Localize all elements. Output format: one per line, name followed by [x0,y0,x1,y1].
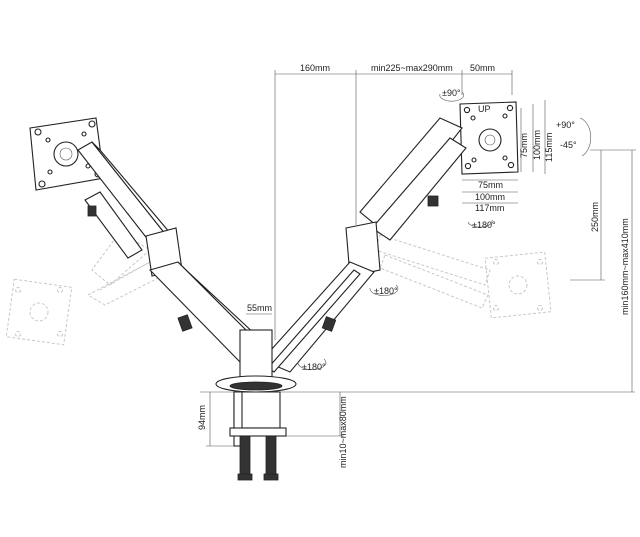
ghost-right-arm [374,234,491,309]
ghost-right-plate [484,251,552,319]
head-rotation-label: ±180° [472,220,496,230]
rotation-arrows [297,91,592,370]
ghost-left-plate [5,278,73,346]
arm-reach-label: min225~max290mm [371,63,453,73]
vesa-100-height-label: 100mm [532,130,542,160]
center-pole [215,329,297,393]
total-height-label: min160mm~max410mm [620,218,630,315]
dimension-lines [206,70,636,447]
elbow-rotation-label: ±180° [374,286,398,296]
vesa-75-height-label: 75mm [519,133,529,158]
swivel-top-label: ±90° [442,88,461,98]
vesa-75-width-label: 75mm [478,180,503,190]
tilt-down-label: -45° [560,140,577,150]
clamp-range-label: min10~max80mm [338,396,348,468]
vesa-117-width-label: 117mm [475,203,504,213]
left-arm [77,141,273,363]
pole-width-label: 55mm [247,303,272,313]
up-marking: UP [478,104,491,114]
clamp-height-label: 94mm [197,405,207,430]
desk-clamp [229,391,287,481]
left-vesa-plate [29,117,105,191]
vesa-115-height-label: 115mm [544,133,554,162]
height-adjust-label: 250mm [590,202,600,232]
ghost-left-arm [86,231,172,306]
right-vesa-plate [459,101,519,175]
vesa-depth-label: 50mm [470,63,495,73]
right-arm [261,117,467,373]
tilt-up-label: +90° [556,120,575,130]
vesa-100-width-label: 100mm [475,192,505,202]
arm-offset-label: 160mm [300,63,330,73]
base-rotation-label: ±180° [302,362,326,372]
